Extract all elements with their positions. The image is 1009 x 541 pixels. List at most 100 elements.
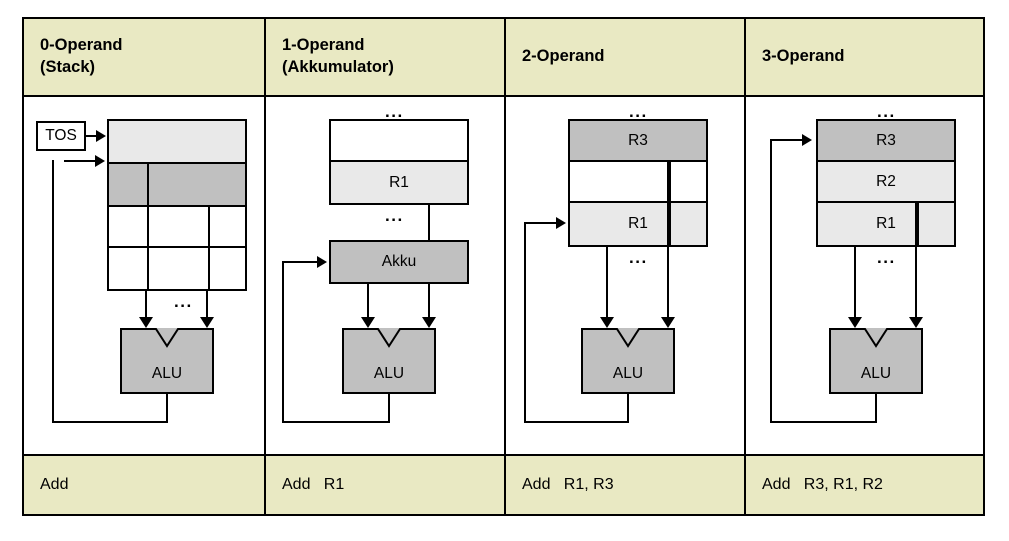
register-top-ellipsis: ... xyxy=(385,102,404,121)
diagram-area-1-operand: ... R1 ... Akku xyxy=(266,97,504,454)
result-line-down xyxy=(627,393,629,423)
instruction-0-operand: Add xyxy=(24,454,264,514)
register-file-1-operand: R1 xyxy=(329,119,469,205)
column-2-operand: 2-Operand ... R3 R1 ... xyxy=(504,19,744,514)
register-cell-r2: R2 xyxy=(818,162,954,203)
register-cell-r1: R1 xyxy=(570,203,706,245)
accumulator-label: Akku xyxy=(331,242,467,282)
r2-operand-line xyxy=(915,201,917,319)
diagram-area-2-operand: ... R3 R1 ... xyxy=(506,97,744,454)
alu-label: ALU xyxy=(612,365,644,382)
r1-operand-arrow xyxy=(422,317,436,328)
stack-cell-2 xyxy=(109,207,245,248)
stack-result-line-left xyxy=(52,421,168,423)
alu-shape-icon xyxy=(581,328,675,394)
tos-arrow-line xyxy=(86,135,102,137)
stack-cell-3 xyxy=(109,248,245,289)
akku-result-line-up xyxy=(282,261,284,423)
alu-label: ALU xyxy=(151,365,183,382)
result-line-up xyxy=(770,139,772,423)
header-line-1: 2-Operand xyxy=(522,47,605,66)
stack-cell-1 xyxy=(109,164,245,207)
register-bottom-ellipsis: ... xyxy=(877,248,896,267)
alu-shape-icon xyxy=(829,328,923,394)
diagram-area-0-operand: TOS ... xyxy=(24,97,264,454)
result-arrow-line xyxy=(524,222,563,224)
register-cell-empty xyxy=(570,162,706,203)
result-line-down xyxy=(875,393,877,423)
akku-result-arrow-line xyxy=(282,261,324,263)
alu-3-operand: ALU xyxy=(829,328,923,394)
r3-operand-arrow xyxy=(661,317,675,328)
register-vsep-right xyxy=(669,162,671,245)
alu-shape-icon xyxy=(120,328,214,394)
stack-vsep-left xyxy=(147,164,149,289)
tos-arrow-head xyxy=(96,130,106,142)
stack-feedback-arrow-head xyxy=(95,155,105,167)
r2-operand-arrow xyxy=(909,317,923,328)
column-0-operand: 0-Operand (Stack) TOS xyxy=(24,19,264,514)
stack-cell-0 xyxy=(109,121,245,164)
column-header-3-operand: 3-Operand xyxy=(746,19,983,97)
operand-comparison-table: 0-Operand (Stack) TOS xyxy=(22,17,985,516)
header-line-1: 0-Operand xyxy=(40,36,123,55)
tos-label-box: TOS xyxy=(36,121,86,151)
stack-operand-arrow-2 xyxy=(200,317,214,328)
akku-result-line-left xyxy=(282,421,390,423)
stack-operand-arrow-1 xyxy=(139,317,153,328)
stack-feedback-arrow-line xyxy=(64,160,101,162)
alu-shape-icon xyxy=(342,328,436,394)
result-arrow-line xyxy=(770,139,807,141)
column-header-2-operand: 2-Operand xyxy=(506,19,744,97)
stack-operand-line-2 xyxy=(206,291,208,319)
register-vsep-right xyxy=(917,203,919,245)
register-file-2-operand: R3 R1 xyxy=(568,119,708,247)
stack-ellipsis: ... xyxy=(174,292,193,311)
register-top-ellipsis: ... xyxy=(877,102,896,121)
r1-operand-line xyxy=(854,247,856,319)
register-cell-0 xyxy=(331,121,467,162)
header-line-1: 1-Operand xyxy=(282,36,365,55)
akku-result-arrow-head xyxy=(317,256,327,268)
alu-0-operand: ALU xyxy=(120,328,214,394)
r1-operand-arrow xyxy=(848,317,862,328)
header-line-2: (Stack) xyxy=(40,58,96,76)
register-file-3-operand: R3 R2 R1 xyxy=(816,119,956,247)
result-arrow-head xyxy=(802,134,812,146)
stack-memory xyxy=(107,119,247,291)
alu-2-operand: ALU xyxy=(581,328,675,394)
alu-1-operand: ALU xyxy=(342,328,436,394)
stack-operand-line-1 xyxy=(145,291,147,319)
alu-label: ALU xyxy=(860,365,892,382)
r3-operand-line xyxy=(667,160,669,319)
akku-operand-arrow xyxy=(361,317,375,328)
column-header-1-operand: 1-Operand (Akkumulator) xyxy=(266,19,504,97)
stack-result-line-up xyxy=(52,160,54,423)
alu-label: ALU xyxy=(373,365,405,382)
instruction-2-operand: Add R1, R3 xyxy=(506,454,744,514)
register-top-ellipsis: ... xyxy=(629,102,648,121)
diagram-area-3-operand: ... R3 R2 R1 ... xyxy=(746,97,983,454)
column-header-0-operand: 0-Operand (Stack) xyxy=(24,19,264,97)
akku-result-line-down xyxy=(388,393,390,423)
result-arrow-head xyxy=(556,217,566,229)
r1-operand-line xyxy=(606,247,608,319)
r1-operand-arrow xyxy=(600,317,614,328)
register-bottom-ellipsis: ... xyxy=(385,206,404,225)
column-3-operand: 3-Operand ... R3 R2 R1 ... xyxy=(744,19,983,514)
register-cell-r1: R1 xyxy=(818,203,954,245)
akku-operand-line xyxy=(367,284,369,319)
column-1-operand: 1-Operand (Akkumulator) ... R1 ... Akku xyxy=(264,19,504,514)
register-cell-r3: R3 xyxy=(570,121,706,162)
header-line-1: 3-Operand xyxy=(762,47,845,66)
instruction-1-operand: Add R1 xyxy=(266,454,504,514)
result-line-left xyxy=(524,421,629,423)
stack-result-line-down xyxy=(166,393,168,423)
result-line-up xyxy=(524,222,526,423)
accumulator-box: Akku xyxy=(329,240,469,284)
register-cell-1: R1 xyxy=(331,162,467,203)
header-line-2: (Akkumulator) xyxy=(282,58,394,76)
result-line-left xyxy=(770,421,877,423)
stack-vsep-right xyxy=(208,207,210,289)
